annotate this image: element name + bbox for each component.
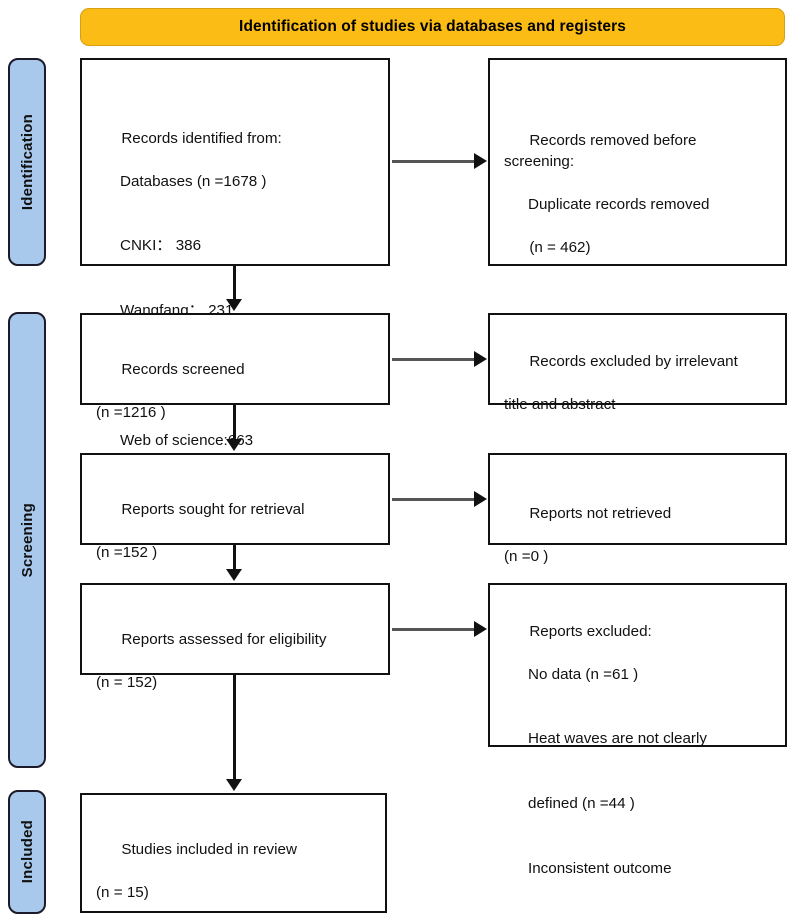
records-identified-line-cnki: CNKI： 386	[120, 237, 202, 255]
stage-label-identification: Identification	[8, 58, 46, 266]
records-screened-count: (n =1216 )	[96, 403, 166, 421]
box-records-screened-content: Records screened (n =1216 )	[96, 337, 380, 466]
stage-label-identification-text: Identification	[18, 113, 36, 211]
box-records-removed-content: Records removed before screening: Duplic…	[504, 108, 777, 281]
stage-label-included-text: Included	[18, 820, 36, 884]
reports-excluded-line-no-data: No data (n =61 )	[528, 665, 639, 683]
arrow-assessed-to-reportsexcluded-head	[474, 621, 487, 637]
records-identified-heading: Records identified from:	[121, 129, 282, 147]
arrow-identified-to-screened-head	[226, 299, 242, 311]
arrow-assessed-to-included-head	[226, 779, 242, 791]
reports-excluded-heading: Reports excluded:	[529, 622, 652, 640]
reports-not-retrieved-count: (n =0 )	[504, 547, 549, 565]
arrow-identified-to-screened-shaft	[233, 266, 236, 301]
reports-assessed-count: (n = 152)	[96, 673, 158, 691]
stage-label-screening: Screening	[8, 312, 46, 768]
box-reports-excluded: Reports excluded: No data (n =61 ) Heat …	[488, 583, 787, 877]
arrow-sought-to-notretrieved-head	[474, 491, 487, 507]
records-screened-label: Records screened	[121, 360, 245, 378]
box-records-identified: Records identified from: Databases (n =1…	[80, 58, 390, 513]
arrow-screened-to-excluded-shaft	[392, 358, 476, 361]
records-identified-line-databases: Databases (n =1678 )	[120, 172, 267, 190]
studies-included-label: Studies included in review	[121, 840, 297, 858]
arrow-screened-to-excluded-head	[474, 351, 487, 367]
records-removed-line-duplicate: Duplicate records removed	[528, 196, 710, 214]
stage-label-included: Included	[8, 790, 46, 914]
reports-not-retrieved-label: Reports not retrieved	[529, 504, 672, 522]
box-reports-sought-content: Reports sought for retrieval (n =152 )	[96, 477, 380, 606]
records-excluded-line2: title and abstract	[504, 395, 616, 413]
reports-assessed-label: Reports assessed for eligibility	[121, 630, 327, 648]
box-records-screened: Records screened (n =1216 )	[80, 313, 390, 421]
reports-excluded-line-heatwaves-2: defined (n =44 )	[528, 795, 635, 813]
box-reports-excluded-content: Reports excluded: No data (n =61 ) Heat …	[504, 599, 777, 920]
box-reports-sought: Reports sought for retrieval (n =152 )	[80, 453, 390, 561]
arrow-assessed-to-reportsexcluded-shaft	[392, 628, 476, 631]
reports-excluded-line-heatwaves-1: Heat waves are not clearly	[528, 730, 707, 748]
stage-label-screening-text: Screening	[18, 502, 36, 578]
arrow-sought-to-assessed-shaft	[233, 545, 236, 571]
records-removed-count: (n = 462)	[529, 239, 591, 257]
studies-included-count: (n = 15)	[96, 883, 149, 901]
reports-excluded-line-outcome-1: Inconsistent outcome	[528, 859, 672, 877]
arrow-sought-to-notretrieved-shaft	[392, 498, 476, 501]
box-studies-included: Studies included in review (n = 15) Repo…	[80, 793, 387, 913]
reports-sought-label: Reports sought for retrieval	[121, 500, 305, 518]
banner-title: Identification of studies via databases …	[239, 18, 626, 35]
records-removed-heading: Records removed before screening:	[504, 131, 697, 171]
banner-identification-header: Identification of studies via databases …	[80, 8, 785, 46]
box-reports-not-retrieved-content: Reports not retrieved (n =0 )	[504, 481, 777, 610]
arrow-screened-to-sought-shaft	[233, 405, 236, 441]
arrow-identified-to-removed-shaft	[392, 160, 476, 163]
arrow-screened-to-sought-head	[226, 439, 242, 451]
box-reports-assessed: Reports assessed for eligibility (n = 15…	[80, 583, 390, 691]
box-studies-included-content: Studies included in review (n = 15) Repo…	[96, 817, 377, 920]
box-reports-not-retrieved: Reports not retrieved (n =0 )	[488, 453, 787, 565]
reports-sought-count: (n =152 )	[96, 543, 158, 561]
arrow-sought-to-assessed-head	[226, 569, 242, 581]
box-records-removed: Records removed before screening: Duplic…	[488, 58, 787, 266]
box-records-excluded-title-abstract: Records excluded by irrelevant title and…	[488, 313, 787, 477]
box-reports-assessed-content: Reports assessed for eligibility (n = 15…	[96, 607, 380, 736]
arrow-identified-to-removed-head	[474, 153, 487, 169]
records-excluded-line1: Records excluded by irrelevant	[529, 352, 738, 370]
arrow-assessed-to-included-shaft	[233, 675, 236, 781]
